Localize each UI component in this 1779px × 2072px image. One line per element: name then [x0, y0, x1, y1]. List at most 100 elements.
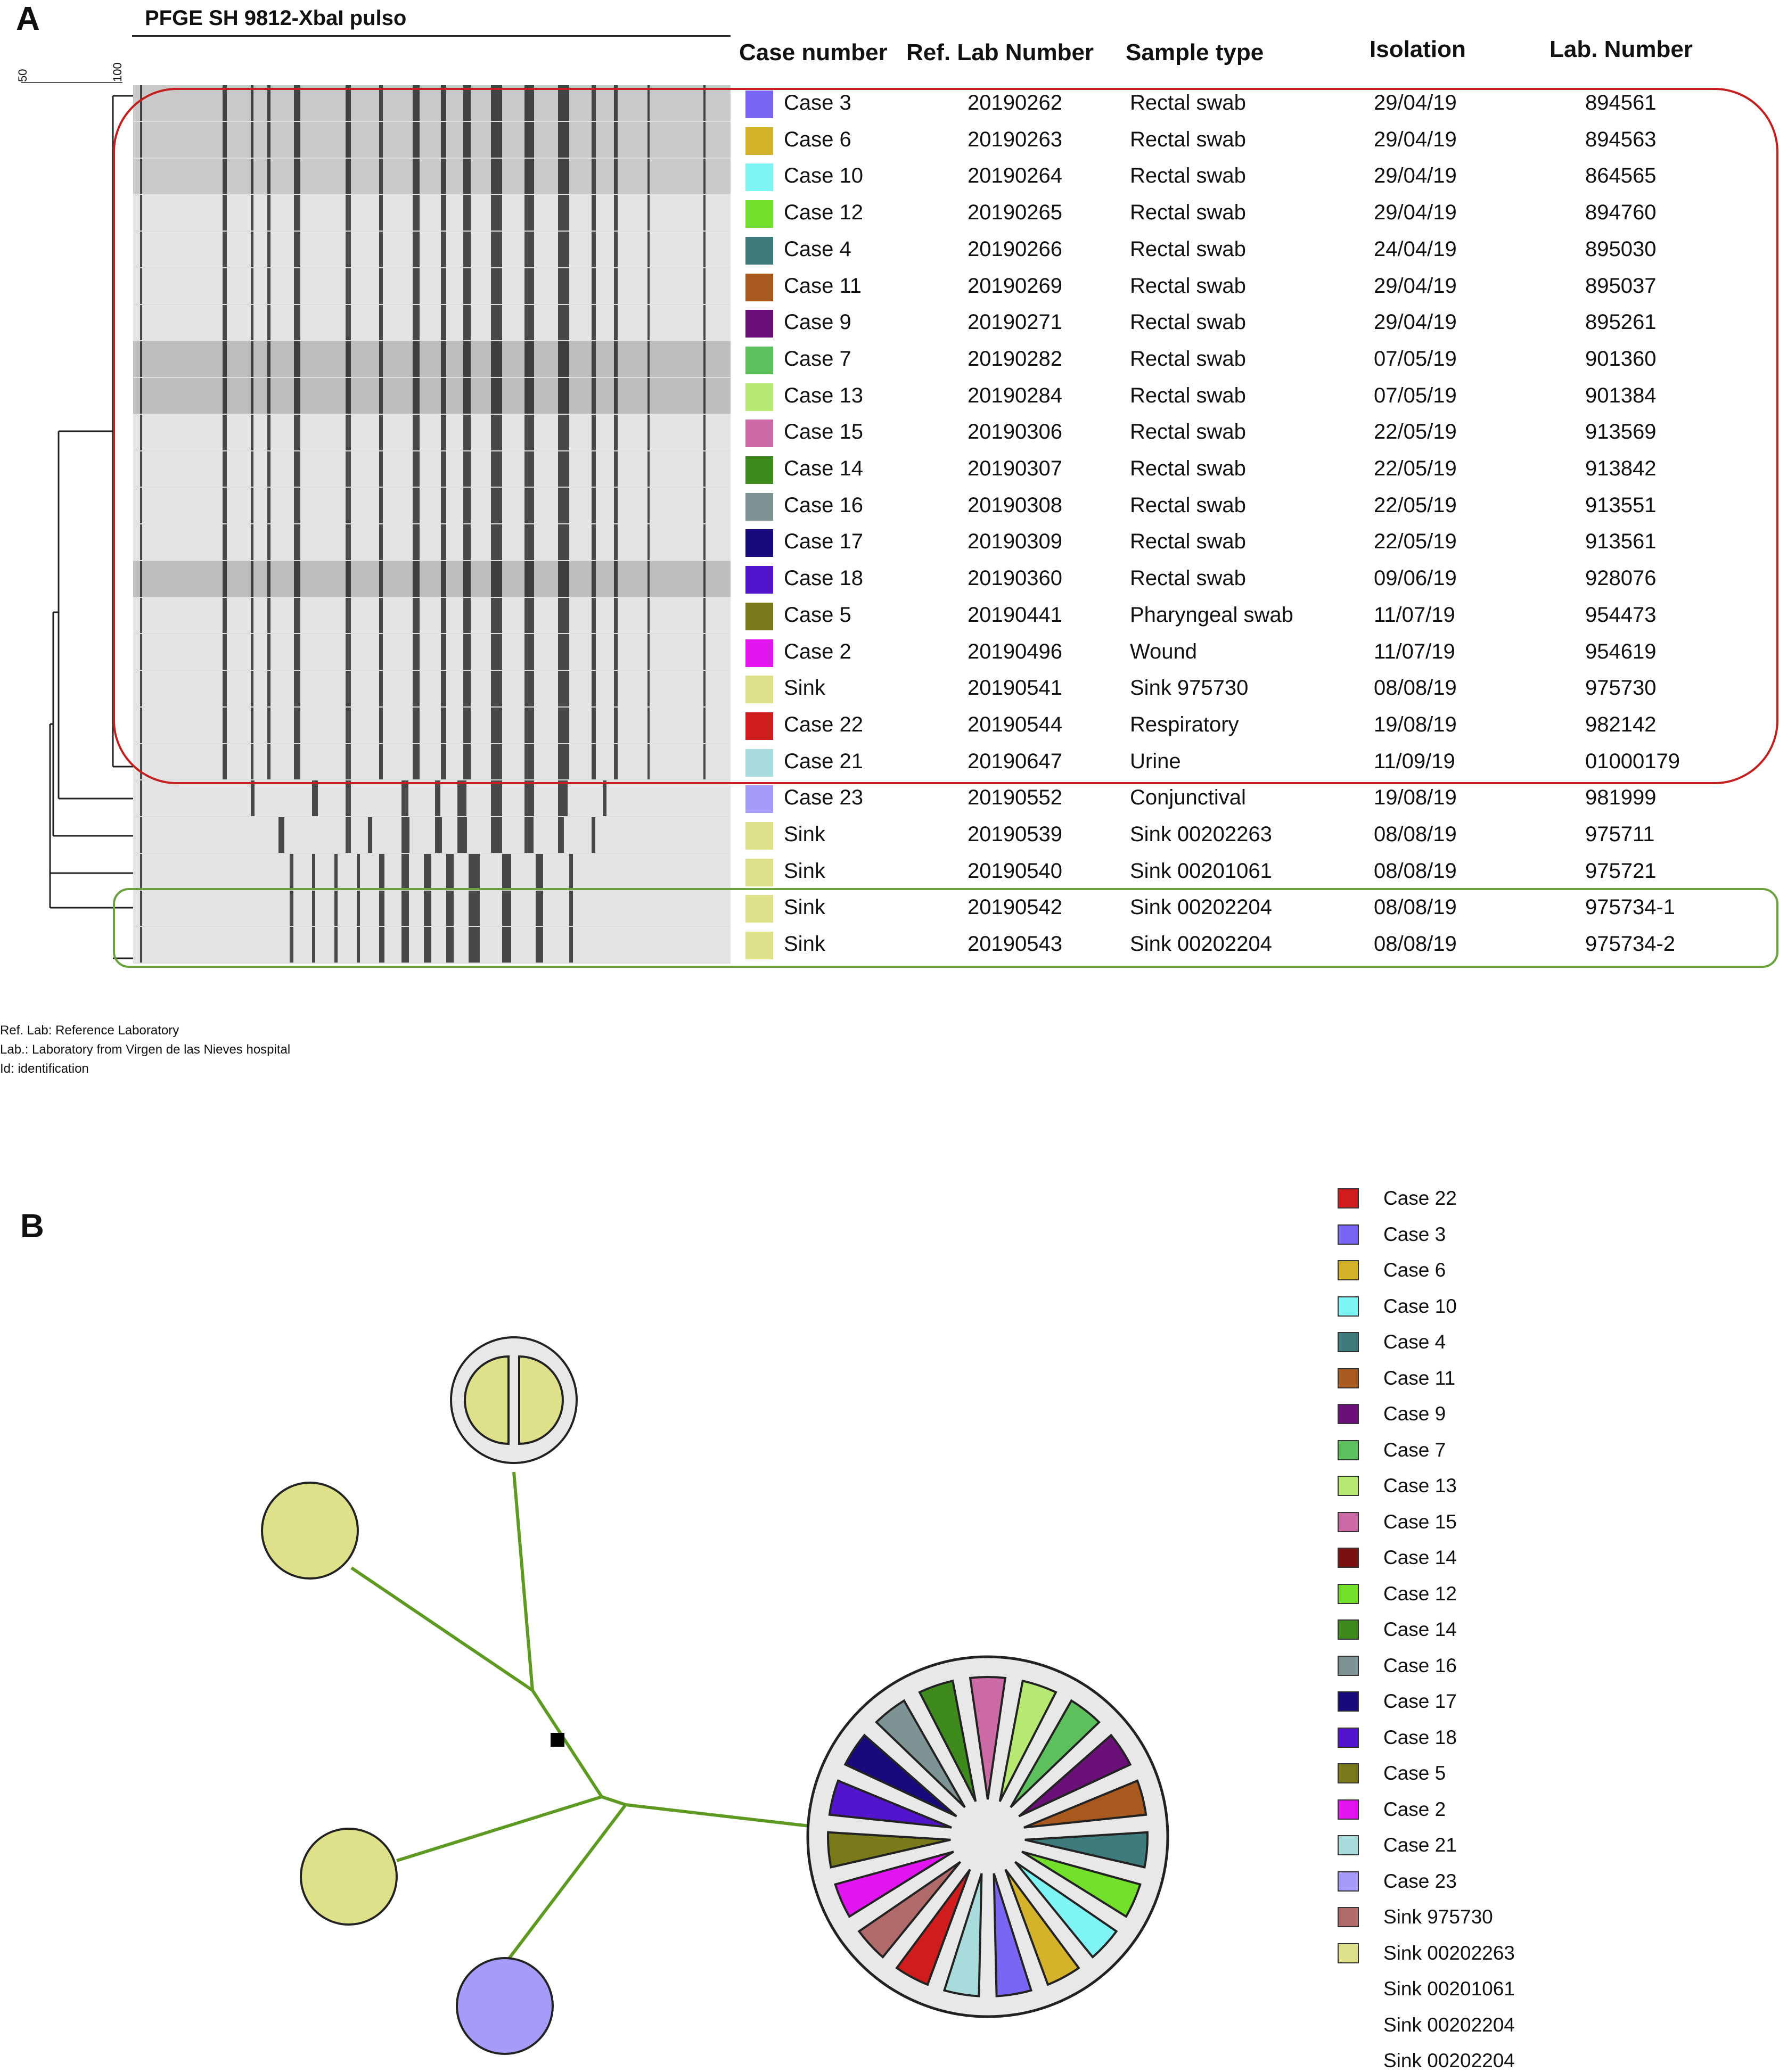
lab-number: 954473 — [1585, 603, 1657, 627]
case-number: Case 14 — [784, 457, 863, 480]
lab-number: 975730 — [1585, 676, 1657, 700]
legend-swatch — [1338, 1404, 1359, 1424]
gel-image — [133, 85, 731, 964]
row-color-swatch — [745, 346, 773, 374]
gel-band — [614, 305, 618, 341]
gel-band — [703, 707, 706, 743]
gel-band — [592, 195, 596, 231]
edge-left-lower — [396, 1795, 602, 1862]
gel-band — [290, 927, 293, 963]
gel-band — [250, 671, 254, 706]
legend-label: Case 9 — [1383, 1403, 1446, 1425]
gel-band — [440, 305, 446, 341]
gel-band — [592, 671, 596, 706]
gel-band — [703, 634, 706, 670]
gel-band — [223, 232, 227, 267]
gel-band — [647, 634, 650, 670]
pie-wedge — [843, 1733, 957, 1818]
gel-band — [250, 158, 254, 194]
gel-lane — [133, 817, 731, 853]
sample-type: Rectal swab — [1130, 566, 1246, 590]
pie-wedge — [827, 1831, 951, 1869]
gel-band — [250, 414, 254, 450]
row-color-swatch — [745, 236, 773, 265]
gel-band — [463, 561, 471, 597]
legend-label: Case 17 — [1383, 1690, 1457, 1712]
header-isolation: Isolation — [1370, 36, 1466, 62]
gel-band — [703, 341, 706, 377]
gel-band — [558, 780, 568, 816]
row-color-swatch — [745, 932, 773, 960]
isolation-date: 09/06/19 — [1374, 566, 1457, 590]
legend-swatch — [1338, 1619, 1359, 1640]
pie-wedge — [993, 1873, 1033, 1997]
gel-band — [140, 341, 142, 377]
gel-band — [346, 121, 351, 158]
header-ref-lab: Ref. Lab Number — [906, 39, 1094, 65]
gel-band — [614, 85, 618, 121]
isolation-date: 08/08/19 — [1374, 932, 1457, 956]
gel-band — [703, 451, 706, 487]
case-number: Sink — [784, 823, 825, 846]
gel-band — [379, 305, 383, 341]
hub-node — [551, 1733, 564, 1747]
gel-band — [379, 488, 383, 523]
isolation-date: 07/05/19 — [1374, 383, 1457, 407]
gel-band — [647, 121, 650, 158]
lab-number: 901360 — [1585, 347, 1657, 371]
gel-band — [703, 414, 706, 450]
gel-band — [524, 671, 534, 706]
isolation-date: 29/04/19 — [1374, 164, 1457, 188]
isolation-date: 07/05/19 — [1374, 347, 1457, 371]
legend-label: Sink 00202263 — [1383, 1942, 1515, 1964]
pie-wedge — [895, 1869, 971, 1986]
gel-band — [250, 780, 255, 816]
gel-band — [491, 305, 502, 341]
gel-band — [569, 853, 573, 890]
gel-band — [592, 524, 596, 560]
gel-band — [469, 853, 480, 890]
legend-label: Case 13 — [1383, 1475, 1457, 1497]
row-color-swatch — [745, 676, 773, 704]
legend-swatch — [1338, 1224, 1359, 1245]
gel-band — [463, 268, 471, 304]
gel-band — [558, 341, 569, 377]
gel-band — [524, 195, 534, 231]
gel-band — [294, 121, 300, 158]
gel-band — [491, 634, 502, 670]
gel-band — [592, 597, 596, 634]
isolation-date: 19/08/19 — [1374, 712, 1457, 736]
gel-band — [334, 927, 338, 963]
gel-band — [267, 414, 270, 450]
gel-band — [140, 597, 142, 634]
gel-band — [524, 158, 534, 194]
sample-type: Rectal swab — [1130, 201, 1246, 225]
row-color-swatch — [745, 895, 773, 923]
gel-band — [592, 232, 596, 267]
legend-swatch — [1338, 1332, 1359, 1352]
gel-band — [379, 195, 383, 231]
gel-band — [250, 488, 254, 523]
gel-band — [346, 817, 351, 853]
gel-band — [524, 744, 534, 780]
gel-band — [346, 158, 351, 194]
gel-band — [647, 671, 650, 706]
gel-band — [413, 451, 420, 487]
row-color-swatch — [745, 91, 773, 118]
gel-band — [294, 195, 300, 231]
sample-type: Rectal swab — [1130, 164, 1246, 188]
lab-number: 913569 — [1585, 420, 1657, 444]
gel-lane — [133, 927, 731, 963]
case-number: Case 2 — [784, 639, 851, 663]
ref-lab-number: 20190647 — [968, 749, 1062, 773]
gel-band — [379, 121, 383, 158]
gel-band — [592, 488, 596, 523]
gel-band — [614, 414, 618, 450]
gel-band — [223, 305, 227, 341]
gel-band — [267, 121, 270, 158]
gel-band — [491, 524, 502, 560]
gel-band — [524, 524, 534, 560]
row-color-swatch — [745, 273, 773, 301]
gel-band — [614, 195, 618, 231]
lab-number: 894760 — [1585, 201, 1657, 225]
